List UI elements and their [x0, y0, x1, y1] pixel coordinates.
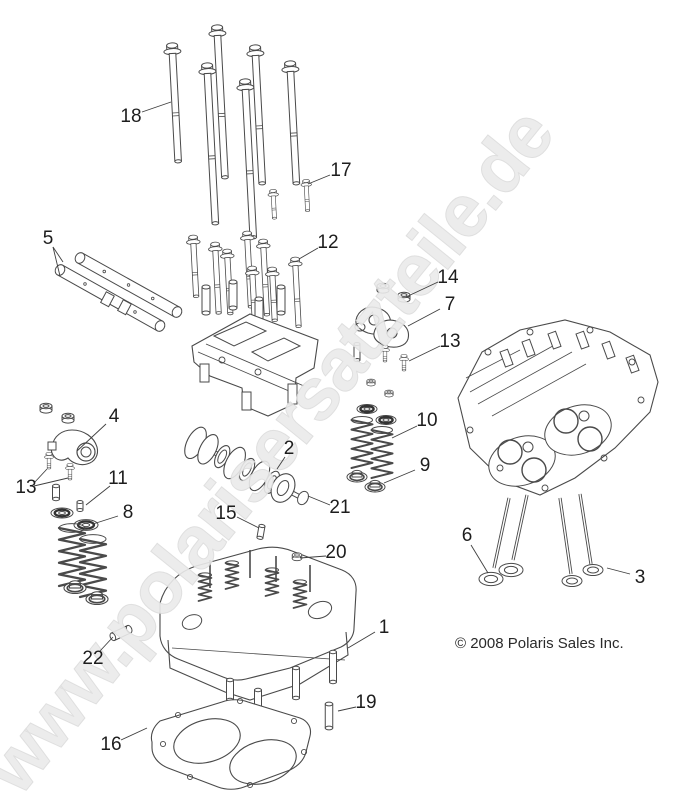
callout-leader-4 [76, 423, 107, 452]
callout-leader-10 [391, 425, 418, 439]
callout-leader-13 [408, 345, 441, 362]
callout-number-3: 3 [635, 567, 646, 588]
callout-leader-17 [307, 174, 331, 185]
callout-leader-21 [307, 495, 331, 506]
bare-cylinder-head [457, 319, 659, 496]
callout-number-22: 22 [82, 648, 103, 669]
valve-train-small-parts-left [50, 483, 99, 531]
callout-number-11: 11 [108, 468, 128, 489]
callout-number-1: 1 [379, 617, 390, 638]
callout-number-6: 6 [462, 525, 473, 546]
rocker-shafts-5 [54, 252, 183, 332]
callout-number-15: 15 [215, 503, 236, 524]
small-bolts-17 [267, 178, 312, 220]
copyright-text: © 2008 Polaris Sales Inc. [455, 635, 624, 652]
callout-leader-12 [298, 247, 319, 260]
carrier-bolts-12 [186, 230, 303, 328]
callout-leader-15 [236, 516, 260, 529]
callout-leader-19 [337, 706, 357, 712]
callout-leader-16 [120, 727, 148, 741]
cylinder-head-bolts-18 [163, 24, 301, 240]
valve-springs-left [57, 523, 109, 606]
callout-number-21: 21 [329, 497, 350, 518]
head-gasket-16 [150, 697, 312, 790]
callout-leader-14 [405, 281, 439, 298]
cylinder-head-1 [159, 546, 357, 713]
callout-leader-6 [470, 544, 489, 574]
callout-leader-13 [33, 477, 69, 487]
cam-carrier [191, 313, 319, 417]
callout-leader-20 [299, 555, 327, 559]
callout-number-8: 8 [123, 502, 134, 523]
valve-springs-right-10 [346, 416, 394, 493]
callout-leader-3 [606, 567, 631, 575]
callout-number-14: 14 [437, 267, 459, 288]
callout-leader-11 [85, 485, 111, 506]
callout-number-20: 20 [325, 542, 346, 563]
callout-leader-5 [52, 246, 64, 263]
camshaft-2 [184, 426, 309, 506]
small-pins-studs [109, 523, 334, 731]
callout-number-18: 18 [120, 106, 141, 127]
callout-number-5: 5 [43, 228, 54, 249]
callout-leader-13 [33, 468, 48, 484]
callout-number-12: 12 [317, 232, 338, 253]
callout-leader-2 [276, 456, 286, 470]
callout-number-13: 13 [439, 331, 460, 352]
callout-leader-18 [141, 101, 172, 113]
callout-number-4: 4 [109, 406, 120, 427]
callout-leader-1 [347, 631, 376, 649]
callout-number-16: 16 [100, 734, 121, 755]
callout-number-13: 13 [15, 477, 36, 498]
callout-leader-7 [407, 308, 441, 327]
callout-number-9: 9 [420, 455, 431, 476]
callout-leader-9 [383, 469, 416, 484]
callout-leader-8 [92, 515, 119, 525]
callout-number-17: 17 [330, 160, 351, 181]
callout-number-10: 10 [416, 410, 437, 431]
rocker-arm-group-left-4 [39, 402, 99, 481]
callout-number-19: 19 [355, 692, 376, 713]
callout-leader-5 [52, 246, 61, 277]
valves-6-3 [478, 493, 604, 587]
callout-number-7: 7 [445, 294, 456, 315]
callout-number-2: 2 [284, 438, 295, 459]
callout-leader-22 [99, 636, 114, 652]
